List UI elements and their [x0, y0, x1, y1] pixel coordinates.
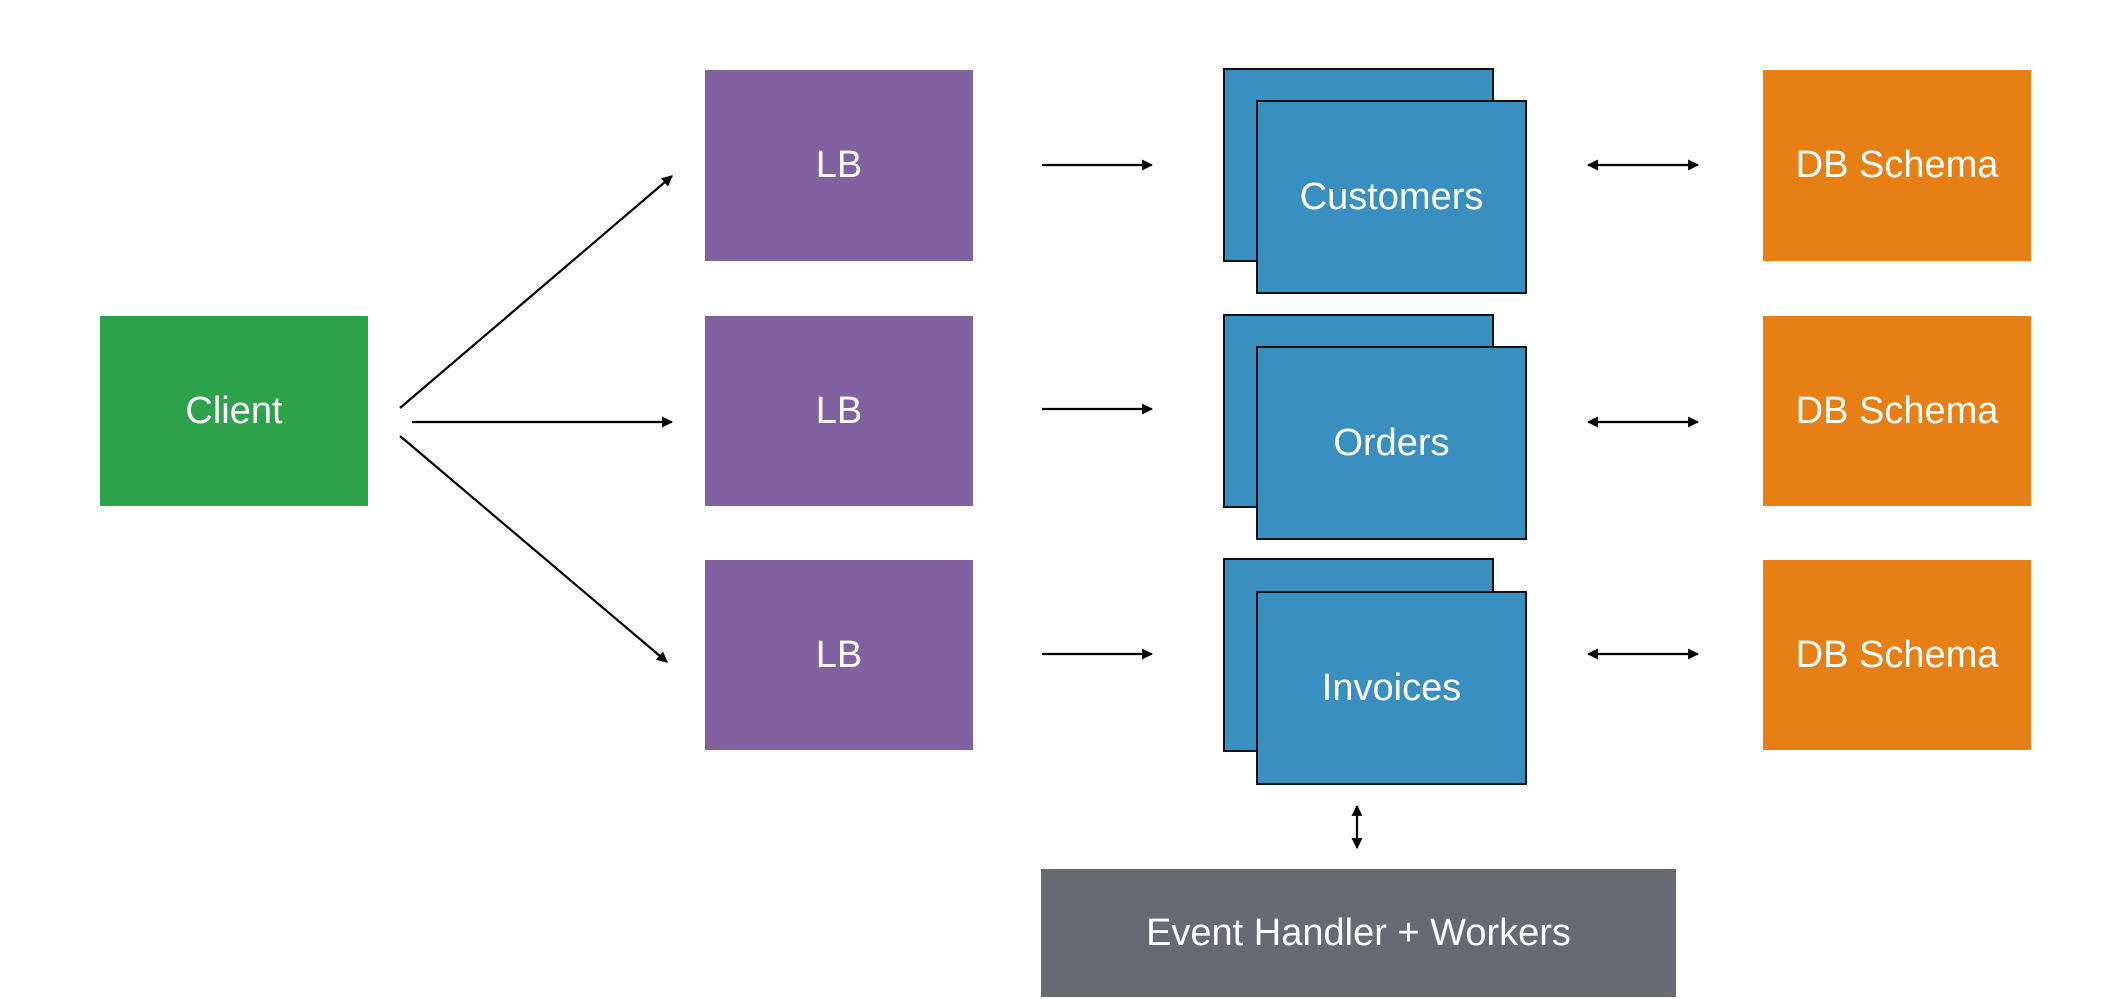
db-label-2: DB Schema [1795, 389, 1999, 432]
db-node-2: DB Schema [1763, 316, 2031, 506]
service-node-orders: Orders [1256, 346, 1527, 540]
lb-node-2: LB [705, 316, 973, 506]
db-label-3: DB Schema [1795, 633, 1999, 676]
service-label-invoices: Invoices [1321, 666, 1462, 709]
arrow-client-to-lb-3 [399, 435, 668, 663]
lb-label-2: LB [815, 389, 863, 432]
lb-node-1: LB [705, 70, 973, 261]
db-node-1: DB Schema [1763, 70, 2031, 261]
service-node-customers: Customers [1256, 100, 1527, 294]
lb-node-3: LB [705, 560, 973, 750]
db-node-3: DB Schema [1763, 560, 2031, 750]
service-label-customers: Customers [1299, 175, 1484, 218]
service-label-orders: Orders [1333, 421, 1450, 464]
event-handler-node: Event Handler + Workers [1041, 869, 1676, 997]
client-label: Client [185, 389, 283, 432]
service-node-invoices: Invoices [1256, 591, 1527, 785]
lb-label-3: LB [815, 633, 863, 676]
client-node: Client [100, 316, 368, 506]
arrow-client-to-lb-1 [399, 175, 673, 409]
lb-label-1: LB [815, 144, 863, 186]
event-handler-label: Event Handler + Workers [1146, 911, 1571, 954]
db-label-1: DB Schema [1795, 144, 1999, 186]
